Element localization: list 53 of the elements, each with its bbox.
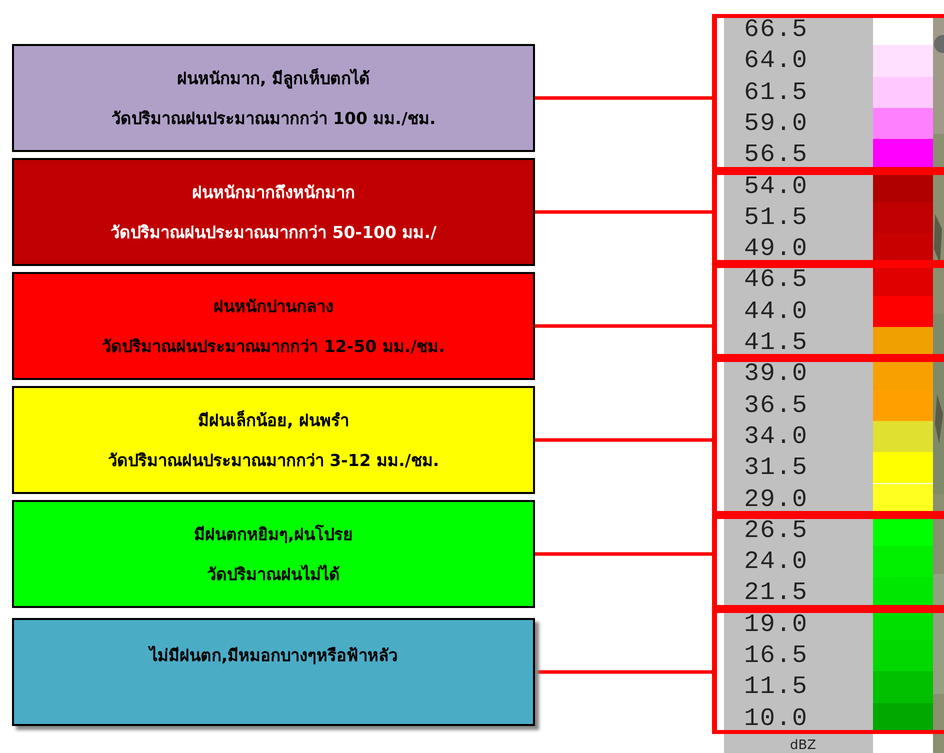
connector-line xyxy=(535,670,712,674)
rainfall-description: วัดปริมาณฝนประมาณมากกว่า 100 มม./ชม. xyxy=(111,108,436,130)
scale-value: 56.5 xyxy=(744,142,808,168)
scale-value: 46.5 xyxy=(744,267,808,292)
category-title: ฝนหนักมากถึงหนักมาก xyxy=(192,182,355,204)
category-card xyxy=(12,500,535,608)
scale-value: 49.0 xyxy=(744,236,808,262)
category-title: ฝนหนักมาก, มีลูกเห็บตกได้ xyxy=(176,67,370,91)
scale-value: 54.0 xyxy=(744,174,808,198)
range-bracket xyxy=(712,608,944,734)
scale-value: 31.5 xyxy=(744,455,808,480)
rainfall-description: วัดปริมาณฝนประมาณมากกว่า 50-100 มม./ xyxy=(110,222,437,244)
range-bracket xyxy=(712,170,944,264)
range-bracket xyxy=(712,264,944,358)
rainfall-description: วัดปริมาณฝนประมาณมากกว่า 12-50 มม./ชม. xyxy=(102,336,445,358)
connector-line xyxy=(535,552,712,556)
category-card xyxy=(12,158,535,266)
category-title: ไม่มีฝนตก,มีหมอกบางๆหรือฟ้าหลัว xyxy=(149,644,398,667)
scale-value: 61.5 xyxy=(744,80,808,105)
category-card xyxy=(12,44,535,152)
scale-value: 11.5 xyxy=(744,674,808,700)
rainfall-description: วัดปริมาณฝนประมาณมากกว่า 3-12 มม./ชม. xyxy=(108,450,440,472)
category-card xyxy=(12,618,535,726)
scale-value: 41.5 xyxy=(744,330,808,355)
unit-label: dBZ xyxy=(790,739,816,753)
scale-value: 64.0 xyxy=(744,48,808,74)
connector-line xyxy=(535,96,712,100)
connector-line xyxy=(535,438,712,442)
scale-value: 51.5 xyxy=(744,204,808,230)
scale-value: 66.5 xyxy=(744,17,808,42)
scale-value: 34.0 xyxy=(744,424,808,449)
scale-value: 39.0 xyxy=(744,361,808,386)
scale-value: 24.0 xyxy=(744,549,808,574)
scale-value: 26.5 xyxy=(744,518,808,543)
category-title: มีฝนตกหยิมๆ,ฝนโปรย xyxy=(194,524,354,546)
scale-value: 59.0 xyxy=(744,110,808,136)
scale-value: 44.0 xyxy=(744,298,808,324)
category-title: มีฝนเล็กน้อย, ฝนพรำ xyxy=(198,409,349,432)
scale-value: 36.5 xyxy=(744,392,808,418)
range-bracket xyxy=(712,14,944,170)
category-card xyxy=(12,272,535,380)
category-card xyxy=(12,386,535,494)
category-title: ฝนหนักปานกลาง xyxy=(214,296,334,318)
scale-value: 16.5 xyxy=(744,643,808,668)
scale-value: 29.0 xyxy=(744,486,808,512)
rainfall-description: วัดปริมาณฝนไม่ได้ xyxy=(207,564,340,586)
scale-value: 10.0 xyxy=(744,706,808,731)
range-bracket xyxy=(712,358,944,515)
connector-line xyxy=(535,210,712,214)
scale-value: 19.0 xyxy=(744,612,808,637)
scale-value: 21.5 xyxy=(744,580,808,606)
connector-line xyxy=(535,324,712,328)
range-bracket xyxy=(712,514,944,609)
